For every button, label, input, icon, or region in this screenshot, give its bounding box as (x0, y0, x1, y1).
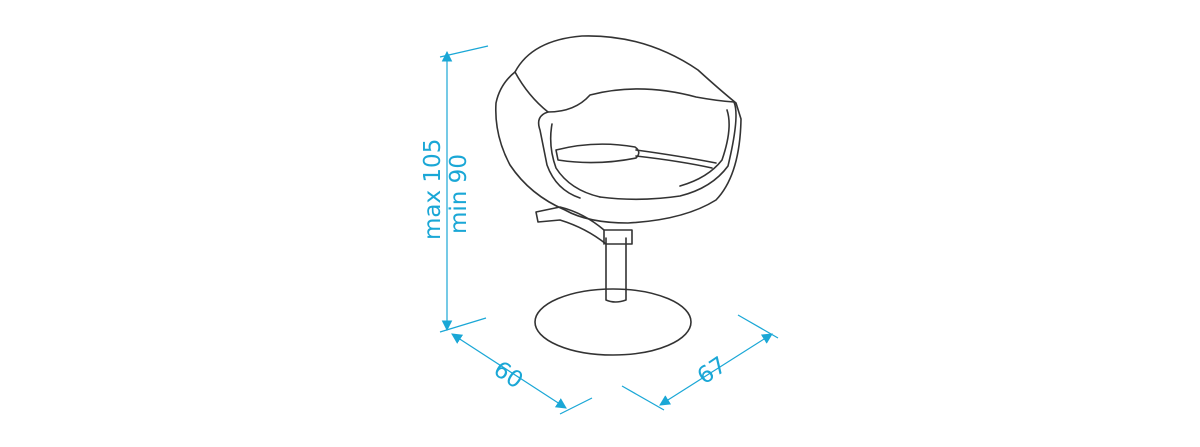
chair-pump-pedal (535, 206, 633, 245)
chair-seat-edge-lower (635, 155, 713, 169)
chair-right-arm (599, 101, 737, 201)
width-extension-right (737, 314, 779, 339)
height-extension-bottom (439, 317, 487, 333)
chair-shell-rim (514, 71, 735, 113)
chair-left-arm (537, 111, 581, 199)
chair-seat-edge (635, 149, 717, 164)
height-extension-top (439, 45, 489, 58)
width-label: 67 (693, 352, 732, 390)
chair-seat-cushion (555, 143, 640, 164)
depth-dimension-line (451, 333, 567, 409)
chair-shell (494, 35, 742, 224)
chair-column (605, 237, 627, 303)
chair-left-arm-inner (549, 123, 601, 198)
depth-extension-bottom (559, 397, 593, 415)
dimension-lines (439, 45, 779, 415)
width-extension-left (621, 385, 665, 411)
chair-outline (494, 35, 742, 356)
height-min-label: min 90 (446, 154, 472, 234)
height-max-label: max 105 (420, 139, 446, 240)
width-dimension-line (659, 333, 773, 406)
chair-right-arm-inner (679, 109, 730, 187)
chair-base-disc (534, 288, 692, 356)
